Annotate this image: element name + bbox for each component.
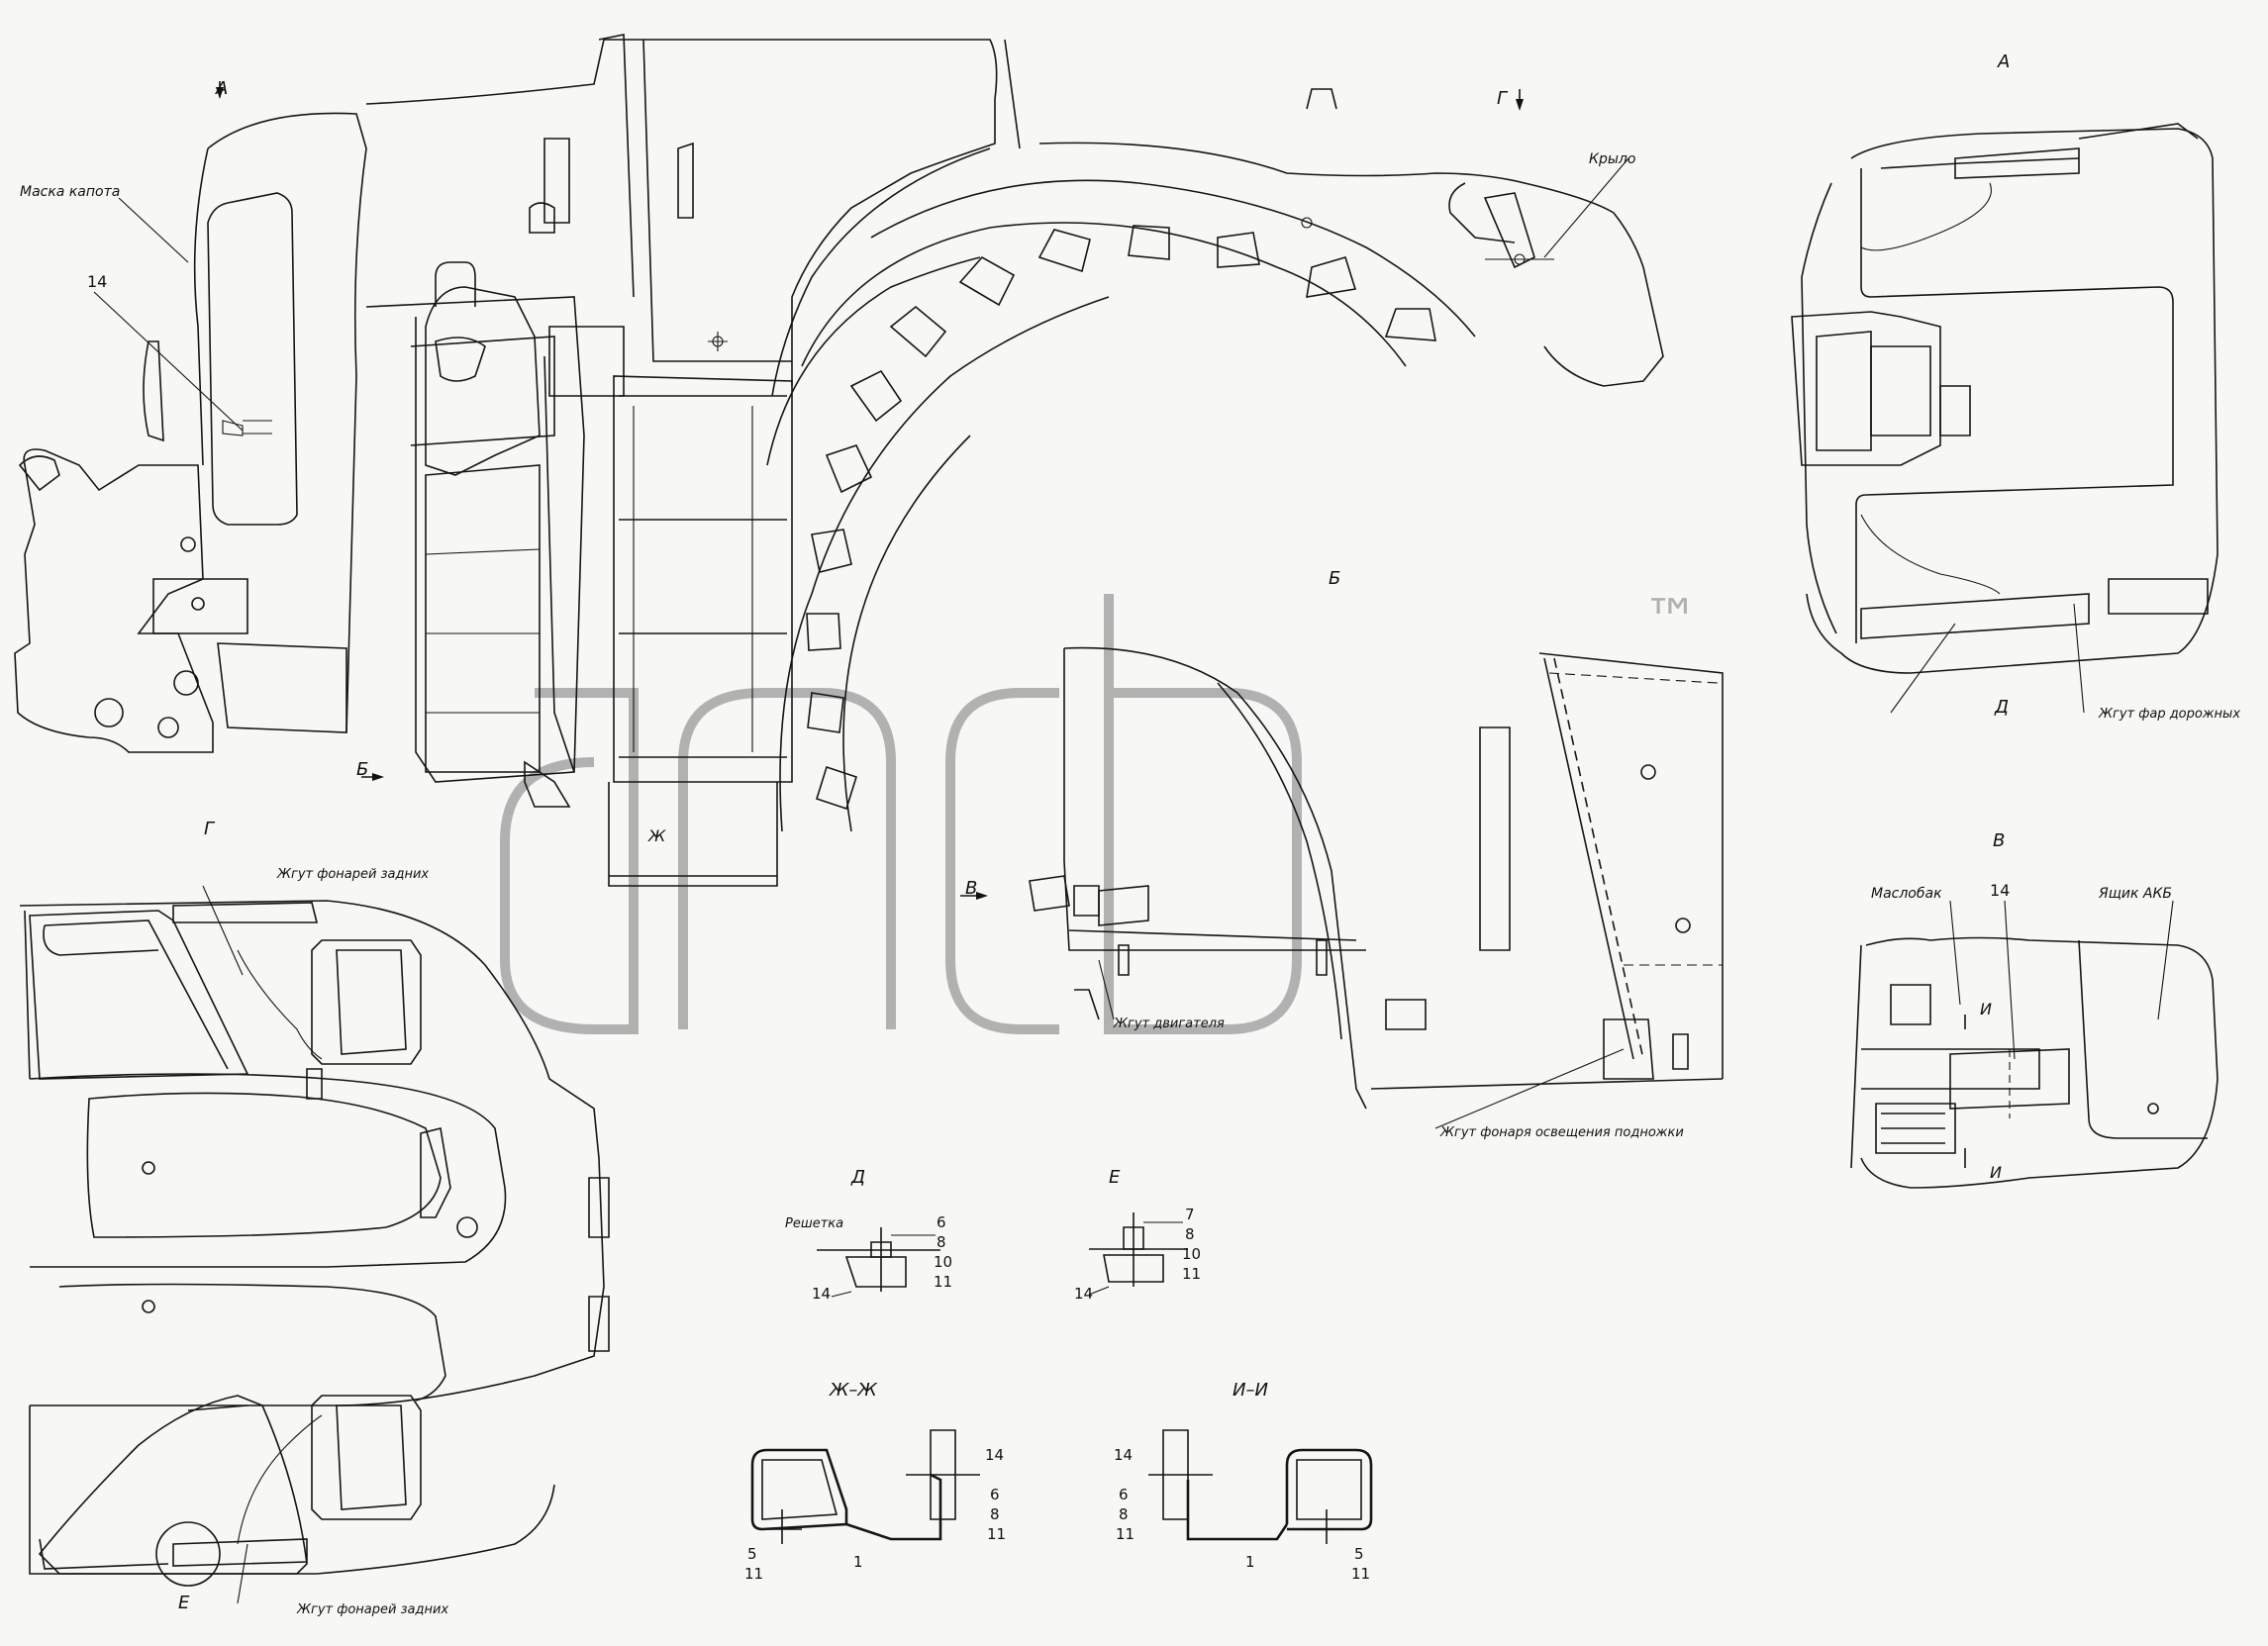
view-arrow-v: В [965,878,977,899]
label-oil-tank: Маслобак [1871,886,1942,902]
i-pos-11: 11 [1116,1525,1134,1543]
d-pos-6: 6 [937,1213,946,1231]
zh-pos-6: 6 [990,1486,1000,1503]
view-label-d: Д [850,1167,865,1188]
label-harness-engine: Жгут двигателя [1113,1017,1225,1031]
d-pos-10: 10 [934,1253,952,1271]
pos-14-left: 14 [87,272,107,291]
mark-i-2: И [1990,1163,2002,1182]
mark-e: Е [178,1593,190,1613]
zh-pos-8: 8 [990,1505,1000,1523]
mark-zh: Ж [647,826,666,845]
label-harness-step: Жгут фонаря освещения подножки [1439,1125,1684,1140]
i-pos-1: 1 [1245,1553,1255,1571]
zh-pos-1: 1 [853,1553,863,1571]
detail-d [817,1227,940,1298]
tire-treads [806,225,1436,811]
section-label-zh: Ж–Ж [829,1380,877,1401]
label-harness-rear-bottom: Жгут фонарей задних [296,1602,448,1617]
view-arrow-b: Б [356,759,368,780]
i-pos-5: 5 [1354,1545,1364,1563]
zh-pos-11b: 11 [744,1565,763,1583]
e-pos-10: 10 [1182,1245,1201,1263]
e-pos-8: 8 [1185,1225,1195,1243]
view-label-a-top: А [215,78,228,99]
trademark-sign: ™ [1643,588,1699,652]
e-pos-7: 7 [1185,1206,1195,1223]
mark-d: Д [1994,697,2009,718]
label-harness-road: Жгут фар дорожных [2098,707,2240,722]
e-pos-11: 11 [1182,1265,1201,1283]
section-zh [750,1429,980,1544]
view-v-bracket [1850,936,2219,1189]
d-pos-14: 14 [812,1285,831,1303]
hood-front-view [14,112,367,753]
label-mask: Маска капота [20,184,120,200]
watermark-logo: ™ [500,588,1699,1034]
label-harness-rear-top: Жгут фонарей задних [276,867,429,882]
text-labels: А Г А Б Б В В Г Д Д Е Е Ж Ж–Ж И–И И И Ма… [20,51,2240,1617]
section-i [1148,1429,1373,1544]
view-a-headlight [1791,123,2219,674]
view-label-e: Е [1109,1167,1121,1188]
d-pos-8: 8 [937,1233,946,1251]
mark-i-1: И [1980,1000,1992,1018]
zh-pos-11: 11 [987,1525,1006,1543]
view-label-g-top: Г [1497,88,1509,109]
view-label-b: Б [1329,568,1340,589]
section-label-i: И–И [1233,1380,1268,1401]
view-label-v: В [1993,830,2005,851]
e-pos-14: 14 [1074,1285,1093,1303]
view-b-step-light [361,646,1724,1110]
position-numbers: 14 14 14 6 8 10 11 7 8 10 11 14 14 6 8 1… [87,272,2010,1583]
d-pos-11: 11 [934,1273,952,1291]
detail-e [1088,1212,1188,1296]
view-label-g: Г [204,819,216,839]
i-pos-6: 6 [1119,1486,1129,1503]
view-g-rear-lamps [19,900,610,1587]
cab-side-view [216,34,1664,887]
i-pos-8: 8 [1119,1505,1129,1523]
label-grille: Решетка [785,1216,843,1231]
label-battery-box: Ящик АКБ [2098,886,2172,902]
zh-pos-14: 14 [985,1446,1004,1464]
i-pos-14: 14 [1114,1446,1133,1464]
i-pos-11b: 11 [1351,1565,1370,1583]
label-wing: Крыло [1589,151,1635,167]
pos-14-v: 14 [1990,881,2010,900]
leader-lines [93,157,2174,1604]
zh-pos-5: 5 [747,1545,757,1563]
view-label-a-right: А [1997,51,2010,72]
